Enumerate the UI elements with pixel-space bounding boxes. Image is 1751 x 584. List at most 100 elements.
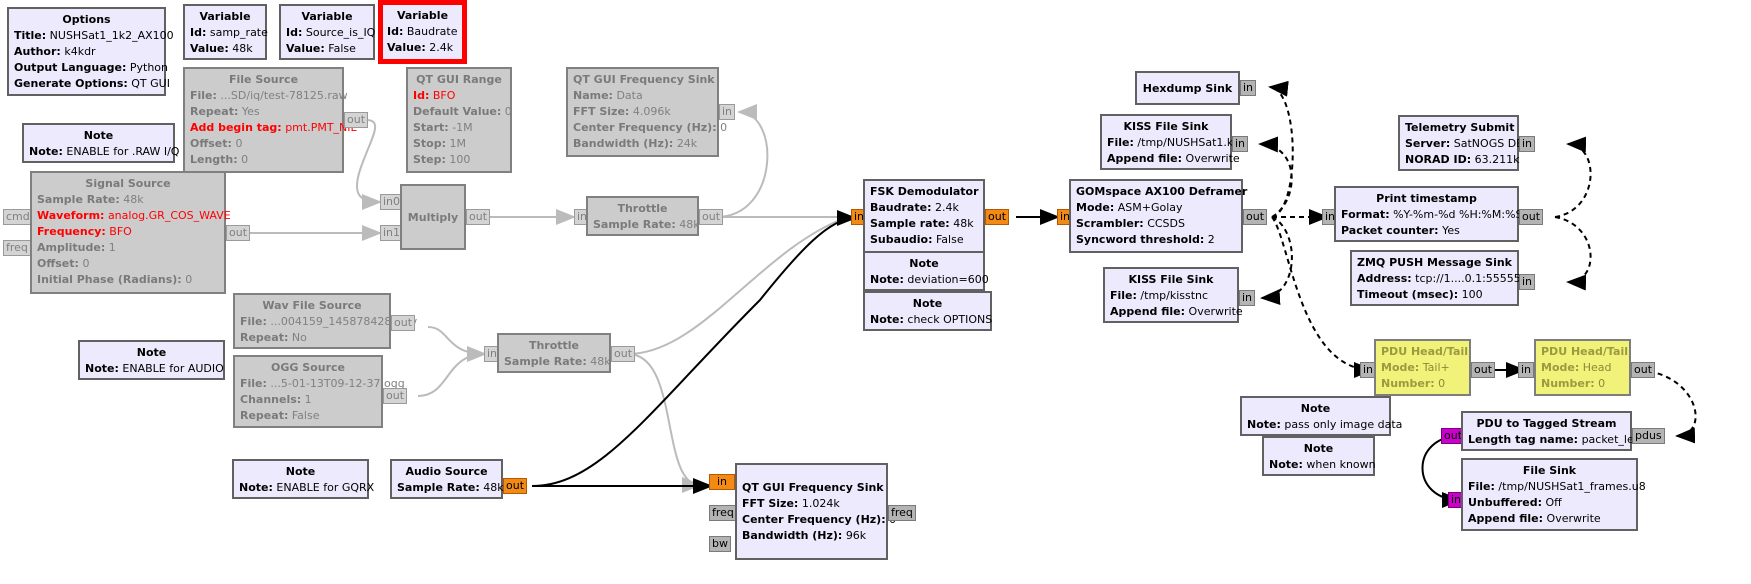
kiss-file-sink-1-block[interactable]: KISS File Sink File: /tmp/NUSHSat1.kss A… — [1100, 114, 1245, 170]
param-value: Python — [129, 61, 168, 74]
audio-source-block[interactable]: Audio Source Sample Rate: 48k — [390, 459, 504, 499]
param-value: 48k — [123, 193, 144, 206]
variable-source-is-iq-block[interactable]: Variable Id: Source_is_IQ Value: False — [279, 4, 375, 60]
telemetry-submit-in-port[interactable]: in — [1519, 136, 1536, 152]
throttle-2-block[interactable]: Throttle Sample Rate: 48k — [497, 333, 611, 373]
deframer-out-port[interactable]: out — [1243, 209, 1268, 225]
variable-baudrate-block[interactable]: Variable Id: Baudrate Value: 2.4k — [378, 0, 467, 64]
multiply-block[interactable]: Multiply — [400, 184, 466, 250]
note-when-known-block[interactable]: Note Note: when known — [1262, 436, 1376, 476]
param-key: Start: — [413, 121, 449, 134]
zmq-push-sink-block[interactable]: ZMQ PUSH Message Sink Address: tcp://1..… — [1350, 250, 1521, 306]
throttle-1-out-port[interactable]: out — [699, 209, 724, 225]
qt-freq-sink-2-block[interactable]: QT GUI Frequency Sink FFT Size: 1.024k C… — [735, 463, 896, 560]
param-key: Step: — [413, 153, 446, 166]
options-block[interactable]: Options Title: NUSHSat1_1k2_AX100 Author… — [7, 7, 174, 96]
file-sink-block[interactable]: File Sink File: /tmp/NUSHSat1_frames.u8 … — [1461, 458, 1646, 531]
qt-freq-sink-2-bw-port[interactable]: bw — [709, 536, 731, 552]
param-key: Subaudio: — [870, 233, 933, 246]
ogg-source-block[interactable]: OGG Source File: ...5-01-13T09-12-37.ogg… — [233, 355, 405, 428]
wire-filesource-multiply — [355, 119, 382, 210]
pdu-head-tail-2-block[interactable]: PDU Head/Tail Mode: Head Number: 0 — [1534, 339, 1631, 396]
param-key: Length tag name: — [1468, 433, 1579, 446]
qt-freq-sink-data-block[interactable]: QT GUI Frequency Sink Name: Data FFT Siz… — [566, 67, 727, 157]
note-raw-iq-block[interactable]: Note Note: ENABLE for .RAW I/Q — [22, 123, 179, 163]
param-value: 48k — [232, 42, 253, 55]
param-key: Mode: — [1076, 201, 1115, 214]
param-key: FFT Size: — [573, 105, 630, 118]
pdu-to-tagged-pdus-port[interactable]: pdus — [1632, 428, 1665, 444]
multiply-in0-port[interactable]: in0 — [380, 194, 404, 210]
hexdump-sink-block[interactable]: Hexdump Sink — [1135, 71, 1240, 105]
qt-freq-sink-2-freq-in-port[interactable]: freq — [709, 505, 737, 521]
hexdump-sink-in-port[interactable]: in — [1240, 80, 1257, 96]
pdu-to-tagged-out-port[interactable]: out — [1441, 428, 1466, 444]
zmq-push-sink-in-port[interactable]: in — [1519, 274, 1536, 290]
telemetry-submit-block[interactable]: Telemetry Submit Server: SatNOGS DB NORA… — [1398, 115, 1524, 171]
signal-source-block[interactable]: Signal Source Sample Rate: 48k Waveform:… — [30, 171, 231, 294]
print-timestamp-out-port[interactable]: out — [1519, 209, 1544, 225]
throttle-2-out-port[interactable]: out — [611, 346, 636, 362]
pdu-head-tail-1-out-port[interactable]: out — [1471, 362, 1496, 378]
param-key: Id: — [190, 26, 207, 39]
throttle-1-block[interactable]: Throttle Sample Rate: 48k — [586, 196, 700, 236]
fsk-demod-block[interactable]: FSK Demodulator Baudrate: 2.4k Sample ra… — [863, 179, 985, 253]
param-key: Unbuffered: — [1468, 496, 1542, 509]
print-timestamp-block[interactable]: Print timestamp Format: %Y-%m-%d %H:%M:%… — [1334, 186, 1523, 242]
signal-source-cmd-port[interactable]: cmd — [3, 209, 33, 225]
block-title: Audio Source — [405, 465, 488, 478]
pdu-head-tail-2-out-port[interactable]: out — [1631, 362, 1656, 378]
qt-freq-sink-2-freq-out-port[interactable]: freq — [888, 505, 916, 521]
note-gqrx-block[interactable]: Note Note: ENABLE for GQRX — [232, 459, 374, 499]
file-source-out-port[interactable]: out — [344, 112, 369, 128]
audio-source-out-port[interactable]: out — [503, 478, 528, 494]
kiss-file-sink-2-block[interactable]: KISS File Sink File: /tmp/kisstnc Append… — [1103, 267, 1243, 323]
signal-source-freq-port[interactable]: freq — [3, 240, 31, 256]
block-title: Hexdump Sink — [1142, 81, 1233, 95]
param-key: File: — [240, 377, 267, 390]
param-value: 0 — [1438, 377, 1446, 390]
param-value: %Y-%m-%d %H:%M:%S — [1393, 208, 1523, 221]
block-title: Variable — [396, 9, 449, 22]
note-check-options-block[interactable]: Note Note: check OPTIONS — [863, 291, 992, 331]
qt-gui-range-block[interactable]: QT GUI Range Id: BFO Default Value: 0 St… — [406, 67, 512, 173]
param-key: Sample rate: — [870, 217, 950, 230]
param-value: ...004159_145878428.wav — [270, 315, 418, 328]
wav-file-source-out-port[interactable]: out — [391, 315, 416, 331]
kiss-file-sink-2-in-port[interactable]: in — [1239, 290, 1256, 306]
param-key: Baudrate: — [870, 201, 932, 214]
block-title: Note — [83, 129, 114, 142]
signal-source-out-port[interactable]: out — [226, 225, 251, 241]
note-deviation-block[interactable]: Note Note: deviation=600 — [863, 251, 989, 291]
qt-freq-sink-2-in-port[interactable]: in — [709, 474, 735, 490]
wav-file-source-block[interactable]: Wav File Source File: ...004159_14587842… — [233, 293, 417, 349]
file-sink-in-port[interactable]: in — [1448, 492, 1465, 508]
param-value: ...5-01-13T09-12-37.ogg — [270, 377, 405, 390]
note-image-data-block[interactable]: Note Note: pass only image data — [1240, 396, 1402, 436]
kiss-file-sink-1-in-port[interactable]: in — [1232, 136, 1249, 152]
pdu-head-tail-2-in-port[interactable]: in — [1518, 362, 1535, 378]
note-audio-block[interactable]: Note Note: ENABLE for AUDIO — [78, 340, 225, 380]
block-title: Telemetry Submit — [1405, 121, 1515, 134]
qt-freq-sink-data-in-port[interactable]: in — [719, 104, 736, 120]
block-title: ZMQ PUSH Message Sink — [1357, 256, 1512, 269]
fsk-demod-out-port[interactable]: out — [985, 209, 1010, 225]
gomspace-deframer-block[interactable]: GOMspace AX100 Deframer Mode: ASM+Golay … — [1069, 179, 1247, 253]
param-value: pmt.PMT_NIL — [285, 121, 357, 134]
multiply-out-port[interactable]: out — [466, 209, 491, 225]
param-value: BFO — [109, 225, 132, 238]
pdu-to-tagged-stream-block[interactable]: PDU to Tagged Stream Length tag name: pa… — [1461, 411, 1641, 451]
file-source-block[interactable]: File Source File: ...SD/iq/test-78125.ra… — [183, 67, 357, 173]
param-key: Number: — [1381, 377, 1435, 390]
param-key: Value: — [286, 42, 325, 55]
block-title: QT GUI Range — [416, 73, 502, 86]
param-key: File: — [190, 89, 217, 102]
block-title: Signal Source — [85, 177, 171, 190]
ogg-source-out-port[interactable]: out — [383, 388, 408, 404]
param-key: Stop: — [413, 137, 447, 150]
param-value: 0 — [185, 273, 193, 286]
wire-throttle2-freqsink2 — [627, 353, 702, 493]
pdu-head-tail-1-block[interactable]: PDU Head/Tail Mode: Tail+ Number: 0 — [1374, 339, 1471, 396]
variable-samp-rate-block[interactable]: Variable Id: samp_rate Value: 48k — [183, 4, 268, 60]
param-key: Center Frequency (Hz): — [573, 121, 717, 134]
